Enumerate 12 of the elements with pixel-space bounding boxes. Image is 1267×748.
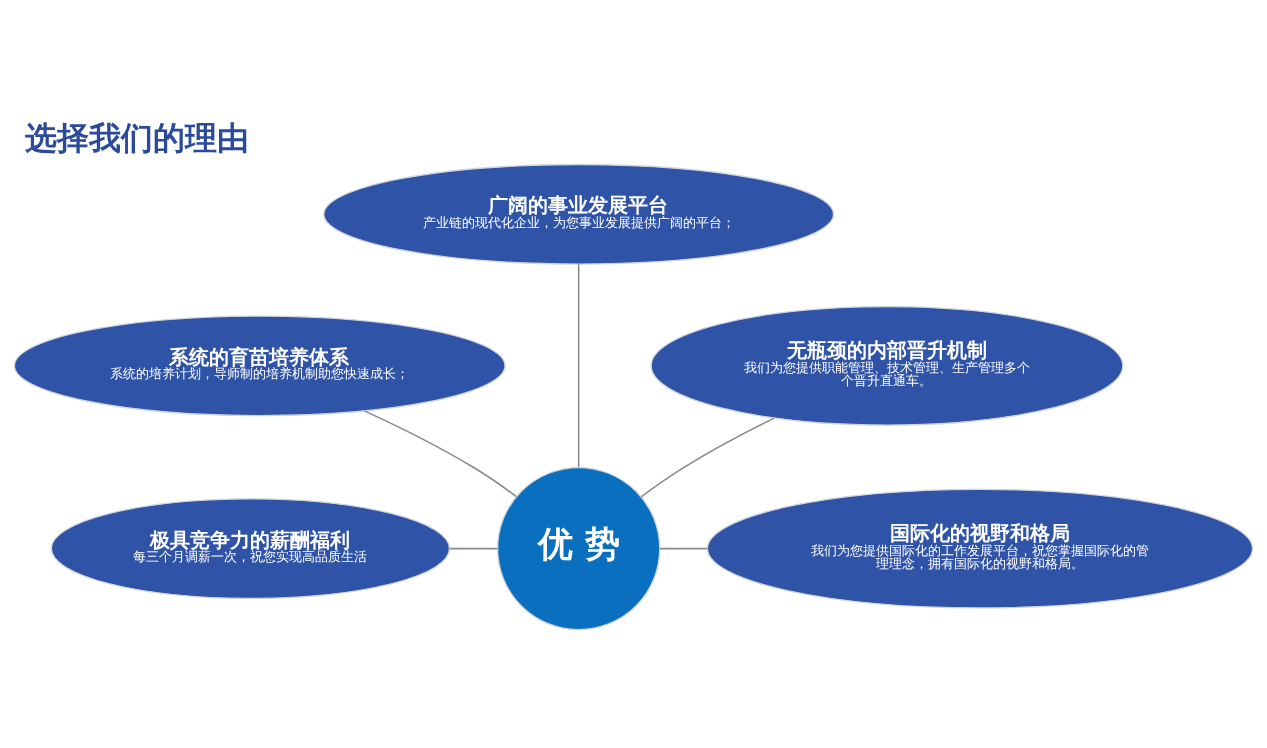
node-circle: 优 势 bbox=[496, 466, 661, 630]
diagram-title: 选择我们的理由 bbox=[25, 118, 250, 157]
node-ellipse: 无瓶颈的内部晋升机制 我们为您提供职能管理、技术管理、生产管理多个个晋升直通车。 bbox=[650, 305, 1124, 426]
connector bbox=[640, 416, 775, 498]
connector bbox=[449, 547, 498, 549]
node-ellipse: 国际化的视野和格局 我们为您提供国际化的工作发展平台，祝您掌握国际化的管理理念，拥有国际化的视野和格局。 bbox=[706, 488, 1254, 609]
node-ellipse: 广阔的事业发展平台 产业链的现代化企业，为您事业发展提供广阔的平台； bbox=[323, 163, 835, 265]
node-ellipse: 极具竞争力的薪酬福利 每三个月调薪一次，祝您实现高品质生活 bbox=[50, 497, 451, 599]
connector bbox=[659, 547, 709, 549]
node-ellipse: 系统的育苗培养体系 系统的培养计划，导师制的培养机制助您快速成长； bbox=[13, 314, 506, 416]
connector bbox=[577, 262, 580, 468]
connector bbox=[363, 409, 518, 497]
